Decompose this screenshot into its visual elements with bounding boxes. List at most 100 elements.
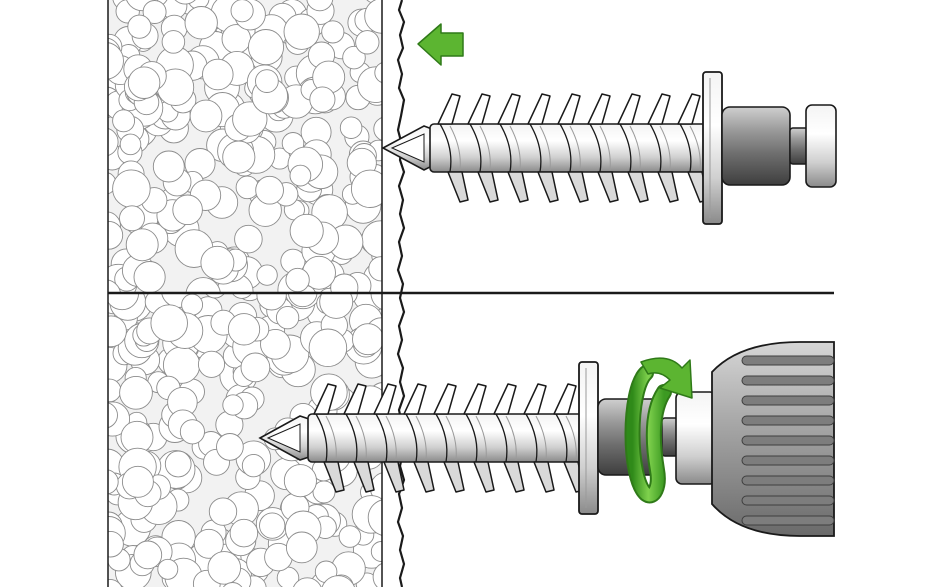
eps-bead	[174, 0, 196, 5]
eps-bead	[150, 304, 188, 342]
eps-bead	[255, 69, 279, 93]
thread-helix	[649, 123, 662, 173]
eps-bead	[232, 101, 268, 137]
eps-bead	[179, 419, 205, 445]
eps-bead	[222, 394, 244, 416]
thread-shade	[629, 125, 641, 171]
eps-bead	[350, 169, 382, 208]
eps-bead	[152, 150, 185, 183]
eps-bead	[339, 116, 363, 139]
driver-bit	[721, 104, 837, 188]
eps-bead	[234, 224, 263, 254]
thread-helix	[465, 413, 478, 463]
screw-washer-bottom	[578, 361, 599, 515]
thread-shade	[505, 415, 517, 461]
eps-bead	[240, 352, 271, 383]
thread-blade	[627, 171, 649, 203]
eps-bead	[207, 551, 242, 585]
eps-bead	[373, 117, 382, 141]
thread-shade	[445, 415, 457, 461]
eps-bead	[232, 294, 252, 299]
eps-bead	[370, 294, 382, 311]
thread-helix	[439, 123, 452, 173]
eps-bead	[193, 528, 224, 559]
chuck-ridge	[741, 415, 835, 426]
eps-bead	[222, 582, 243, 587]
step-1	[381, 23, 837, 225]
eps-bead	[164, 450, 192, 478]
screw-washer-top	[702, 71, 723, 225]
thread-helix	[559, 123, 572, 173]
eps-bead	[309, 86, 336, 113]
thread-blade	[587, 93, 611, 125]
thread-blade	[557, 93, 581, 125]
eps-bead	[293, 577, 322, 587]
chuck-ridge	[741, 435, 835, 446]
chuck-ridge	[741, 355, 835, 366]
thread-blade	[507, 171, 529, 203]
thread-blade	[353, 461, 375, 493]
eps-beads-top	[108, 0, 382, 292]
thread-helix	[679, 123, 692, 173]
eps-bead	[368, 256, 382, 282]
eps-bead	[108, 315, 127, 348]
eps-bead	[200, 245, 235, 280]
eps-bead	[189, 99, 223, 133]
thread-helix	[375, 413, 388, 463]
eps-bead	[184, 6, 218, 40]
eps-bead	[197, 350, 226, 378]
screw-anchor-bottom	[258, 361, 599, 515]
eps-bead	[330, 273, 359, 292]
chuck-ridge	[741, 475, 835, 486]
thread-blade	[647, 93, 671, 125]
thread-helix	[555, 413, 568, 463]
thread-blade	[467, 93, 491, 125]
thread-blade	[323, 461, 345, 493]
eps-bead	[119, 205, 145, 232]
thread-shade	[565, 415, 577, 461]
eps-bead	[216, 433, 244, 461]
thread-helix	[315, 413, 328, 463]
eps-bead	[157, 558, 179, 580]
thread-helix	[529, 123, 542, 173]
thread-helix	[345, 413, 358, 463]
thread-blade	[473, 461, 495, 493]
rotate-clockwise-icon	[624, 357, 693, 504]
eps-bead	[285, 531, 318, 564]
screw-anchor-top	[381, 71, 723, 225]
eps-bead	[256, 264, 278, 286]
thread-blade	[617, 93, 641, 125]
eps-bead	[108, 279, 121, 292]
eps-bead	[289, 213, 324, 248]
thread-blade	[477, 171, 499, 203]
thread-blade	[677, 93, 701, 125]
thread-blade	[313, 383, 337, 415]
eps-bead	[374, 62, 382, 84]
eps-bead	[108, 469, 119, 495]
eps-bead	[364, 0, 382, 34]
thread-blade	[383, 461, 405, 493]
thread-helix	[619, 123, 632, 173]
eps-bead	[172, 194, 203, 226]
eps-bead	[342, 45, 366, 70]
eps-bead	[161, 30, 186, 54]
thread-blade	[597, 171, 619, 203]
eps-bead	[285, 267, 310, 292]
thread-blade	[497, 93, 521, 125]
thread-shade	[569, 125, 581, 171]
eps-bead	[108, 530, 124, 558]
thread-helix	[499, 123, 512, 173]
eps-bead	[241, 453, 266, 478]
eps-bead	[372, 562, 382, 587]
insulation-panel-top	[108, 0, 382, 292]
thread-shade	[325, 415, 337, 461]
eps-bead	[355, 30, 380, 55]
thread-shade	[355, 415, 367, 461]
push-arrow-left-icon	[417, 23, 464, 66]
thread-blade	[373, 383, 397, 415]
eps-bead	[308, 328, 348, 368]
screw-threads-top	[437, 93, 709, 203]
thread-shade	[535, 415, 547, 461]
thread-blade	[527, 93, 551, 125]
